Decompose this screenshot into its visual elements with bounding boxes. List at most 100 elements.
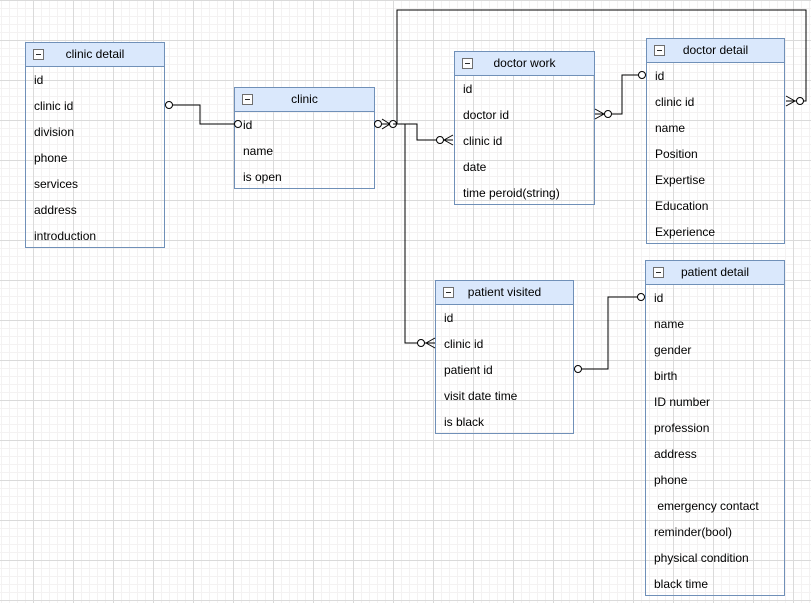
field-row[interactable]: emergency contact bbox=[646, 493, 784, 519]
field-label: Expertise bbox=[655, 173, 706, 187]
field-label: phone bbox=[654, 473, 688, 487]
field-label: Experience bbox=[655, 225, 716, 239]
field-row[interactable]: name bbox=[235, 138, 374, 164]
field-row[interactable]: birth bbox=[646, 363, 784, 389]
field-label: id bbox=[444, 311, 454, 325]
minus-icon bbox=[465, 63, 470, 64]
collapse-icon[interactable] bbox=[654, 45, 665, 56]
field-row[interactable]: name bbox=[647, 115, 784, 141]
entity-header[interactable]: patient visited bbox=[436, 281, 573, 305]
field-row[interactable]: date bbox=[455, 154, 594, 180]
field-row[interactable]: id bbox=[235, 112, 374, 138]
field-label: clinic id bbox=[463, 134, 503, 148]
field-label: doctor id bbox=[463, 108, 510, 122]
field-label: id bbox=[655, 69, 665, 83]
field-row[interactable]: Experience bbox=[647, 219, 784, 245]
field-row[interactable]: id bbox=[646, 285, 784, 311]
field-row[interactable]: clinic id bbox=[455, 128, 594, 154]
field-label: id bbox=[243, 118, 253, 132]
field-row[interactable]: id bbox=[26, 67, 164, 93]
field-row[interactable]: gender bbox=[646, 337, 784, 363]
entity-header[interactable]: clinic bbox=[235, 88, 374, 112]
field-label: name bbox=[654, 317, 685, 331]
minus-icon bbox=[245, 99, 250, 100]
collapse-icon[interactable] bbox=[443, 287, 454, 298]
field-label: Position bbox=[655, 147, 698, 161]
field-row[interactable]: phone bbox=[646, 467, 784, 493]
field-row[interactable]: Education bbox=[647, 193, 784, 219]
entity-header[interactable]: clinic detail bbox=[26, 43, 164, 67]
entity-title: clinic detail bbox=[65, 47, 125, 61]
field-row[interactable]: Position bbox=[647, 141, 784, 167]
collapse-icon[interactable] bbox=[33, 49, 44, 60]
cardinality-circle-icon bbox=[417, 339, 425, 347]
cardinality-circle-icon bbox=[436, 136, 444, 144]
field-row[interactable]: profession bbox=[646, 415, 784, 441]
field-label: profession bbox=[654, 421, 710, 435]
collapse-icon[interactable] bbox=[242, 94, 253, 105]
field-row[interactable]: division bbox=[26, 119, 164, 145]
field-row[interactable]: address bbox=[646, 441, 784, 467]
field-row[interactable]: reminder(bool) bbox=[646, 519, 784, 545]
connector-patient_visited-patient_detail[interactable] bbox=[574, 293, 645, 373]
minus-icon bbox=[446, 292, 451, 293]
field-row[interactable]: services bbox=[26, 171, 164, 197]
entity-clinic[interactable]: clinic id name is open bbox=[234, 87, 375, 189]
field-label: clinic id bbox=[444, 337, 484, 351]
field-label: name bbox=[243, 144, 274, 158]
field-row[interactable]: black time bbox=[646, 571, 784, 597]
entity-title: doctor detail bbox=[682, 43, 749, 57]
field-label: Education bbox=[655, 199, 709, 213]
field-label: phone bbox=[34, 151, 68, 165]
entity-header[interactable]: patient detail bbox=[646, 261, 784, 285]
entity-title: doctor work bbox=[493, 56, 556, 70]
entity-patient-visited[interactable]: patient visited id clinic id patient id vis… bbox=[435, 280, 574, 434]
field-label: clinic id bbox=[655, 95, 695, 109]
field-row[interactable]: clinic id bbox=[26, 93, 164, 119]
field-row[interactable]: name bbox=[646, 311, 784, 337]
entity-header[interactable]: doctor detail bbox=[647, 39, 784, 63]
field-row[interactable]: id bbox=[647, 63, 784, 89]
field-row[interactable]: phone bbox=[26, 145, 164, 171]
field-row[interactable]: is open bbox=[235, 164, 374, 190]
field-row[interactable]: clinic id bbox=[647, 89, 784, 115]
connector-clinic-doctor_work[interactable] bbox=[393, 123, 454, 146]
field-row[interactable]: physical condition bbox=[646, 545, 784, 571]
field-label: is black bbox=[444, 415, 485, 429]
field-row[interactable]: id bbox=[455, 76, 594, 102]
field-label: id bbox=[34, 73, 44, 87]
field-row[interactable]: doctor id bbox=[455, 102, 594, 128]
field-row[interactable]: id bbox=[436, 305, 573, 331]
field-row[interactable]: visit date time bbox=[436, 383, 573, 409]
field-row[interactable]: is black bbox=[436, 409, 573, 435]
field-label: physical condition bbox=[654, 551, 749, 565]
connector-clinic-patient_visited[interactable] bbox=[404, 124, 436, 349]
field-label: black time bbox=[654, 577, 709, 591]
connector-doctor_work-doctor_detail[interactable] bbox=[594, 71, 646, 120]
field-label: division bbox=[34, 125, 75, 139]
entity-header[interactable]: doctor work bbox=[455, 52, 594, 76]
cardinality-circle-icon bbox=[574, 365, 582, 373]
field-row[interactable]: ID number bbox=[646, 389, 784, 415]
field-label: services bbox=[34, 177, 79, 191]
minus-icon bbox=[657, 50, 662, 51]
field-row[interactable]: time peroid(string) bbox=[455, 180, 594, 206]
field-row[interactable]: Expertise bbox=[647, 167, 784, 193]
field-label: visit date time bbox=[444, 389, 518, 403]
field-row[interactable]: patient id bbox=[436, 357, 573, 383]
connector-clinic_detail-clinic[interactable] bbox=[165, 101, 242, 128]
collapse-icon[interactable] bbox=[462, 58, 473, 69]
cardinality-circle-icon bbox=[374, 120, 382, 128]
field-label: address bbox=[654, 447, 697, 461]
field-row[interactable]: address bbox=[26, 197, 164, 223]
field-row[interactable]: introduction bbox=[26, 223, 164, 249]
entity-clinic-detail[interactable]: clinic detail id clinic id division phone se… bbox=[25, 42, 165, 248]
field-row[interactable]: clinic id bbox=[436, 331, 573, 357]
cardinality-circle-icon bbox=[604, 110, 612, 118]
collapse-icon[interactable] bbox=[653, 267, 664, 278]
